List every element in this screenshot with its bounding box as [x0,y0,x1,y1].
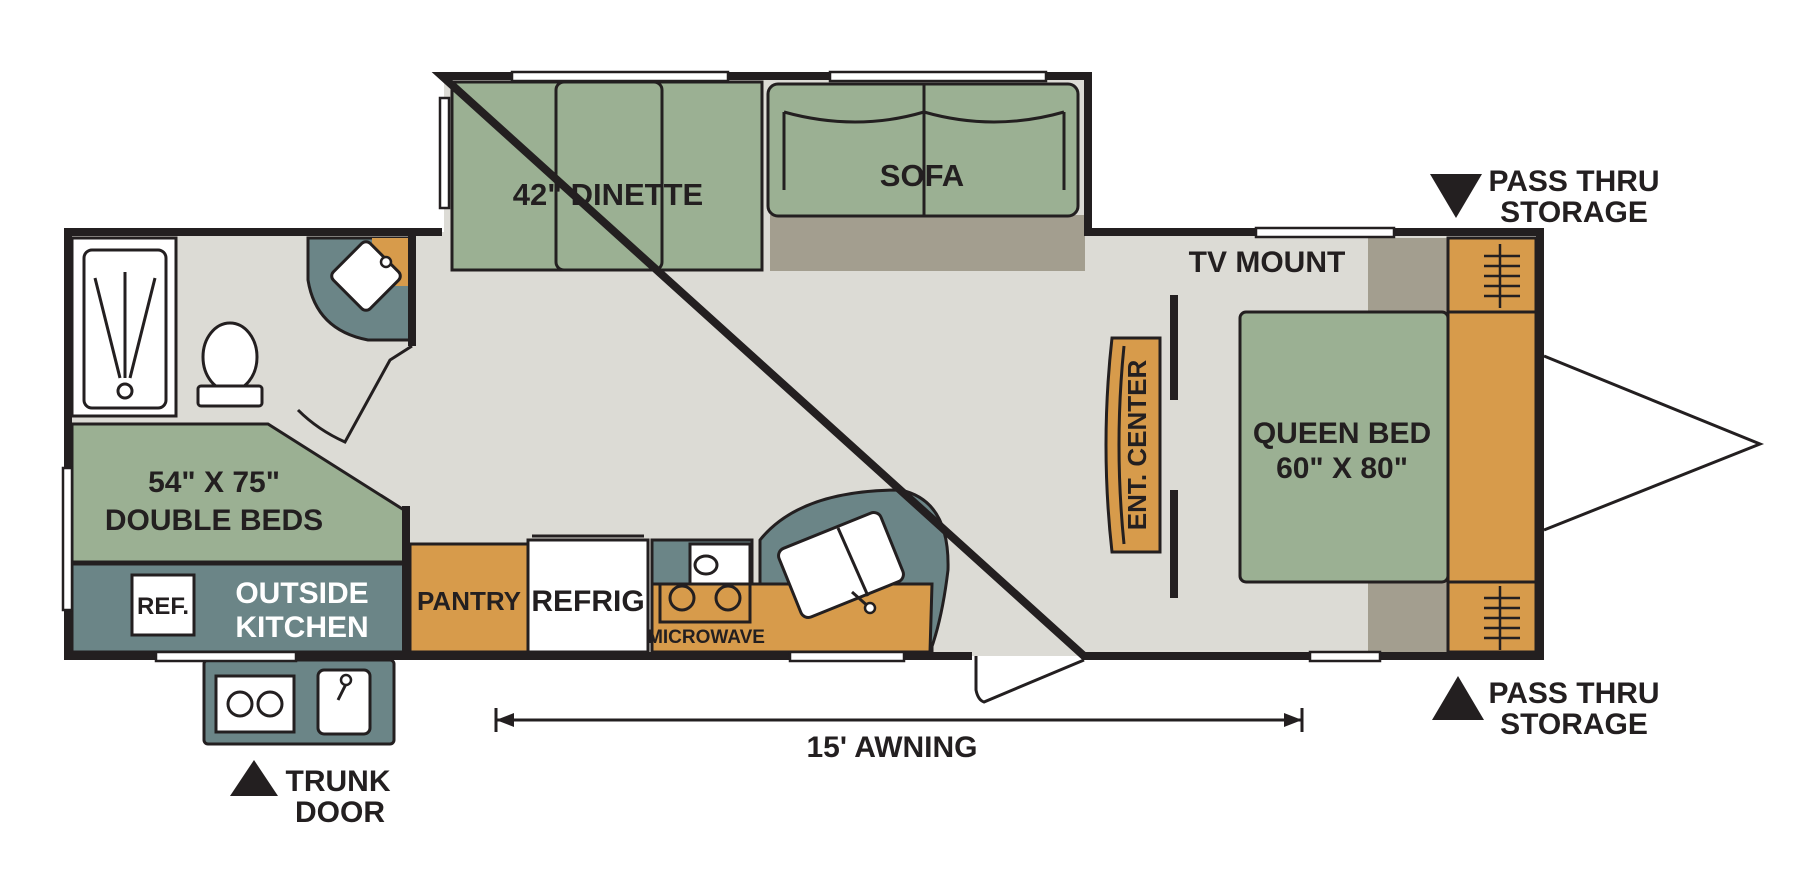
outside-sink-icon [316,668,372,736]
double-beds-size-label: 54" X 75" [148,466,280,499]
toilet-icon[interactable] [196,321,264,408]
exterior-wall [64,72,1544,660]
bathroom [70,236,416,444]
trunk-door-callout: TRUNK DOOR [230,760,391,829]
double-beds-label: DOUBLE BEDS [105,504,323,537]
shower-icon [82,248,168,410]
small-fridge[interactable] [130,573,196,637]
hitch [1543,354,1765,532]
microwave-label: MICROWAVE [647,627,765,648]
pass-thru-top-label-2: STORAGE [1500,196,1648,229]
pass-thru-bottom-label-1: PASS THRU [1488,677,1659,710]
sofa[interactable]: SOFA [766,82,1080,218]
galley-counter[interactable]: MICROWAVE [647,488,950,654]
bottom-storage-hatch [1484,586,1520,650]
sofa-label: SOFA [880,158,964,193]
windows [61,70,1396,663]
queen-bed-label: QUEEN BED [1253,417,1431,450]
outside-kitchen-label-1: OUTSIDE [235,577,368,610]
bath-sink-icon[interactable] [306,236,414,342]
entry-door[interactable] [974,656,1085,704]
dinette-label: 42" DINETTE [513,177,703,212]
ent-center-label: ENT. CENTER [1122,360,1152,531]
small-fridge-label: REF. [137,593,189,620]
awning-label: 15' AWNING [806,731,977,764]
dinette[interactable]: 42" DINETTE [450,80,764,272]
pass-thru-storage-bottom: PASS THRU STORAGE [1432,676,1660,741]
awning-dimension: 15' AWNING [494,708,1304,764]
pass-thru-bottom-label-2: STORAGE [1500,708,1648,741]
pass-thru-storage-top: PASS THRU STORAGE [1430,165,1660,229]
up-triangle-icon [230,760,278,796]
refrigerator[interactable]: REFRIG [526,534,650,654]
tv-mount-label: TV MOUNT [1189,246,1346,279]
double-beds[interactable]: 54" X 75" DOUBLE BEDS [70,422,406,564]
trunk-door-label-1: TRUNK [286,765,391,798]
outside-kitchen-label-2: KITCHEN [235,611,368,644]
trunk-door-label-2: DOOR [295,796,385,829]
up-triangle-icon [1432,676,1484,720]
outside-cooktop-icon [214,674,296,734]
trunk-door-unit[interactable] [202,658,396,746]
down-triangle-icon [1430,174,1482,218]
sofa-shadow [770,215,1085,271]
pass-thru-top-label-1: PASS THRU [1488,165,1659,198]
refrigerator-label: REFRIG [531,585,644,618]
outside-kitchen[interactable]: REF. OUTSIDE KITCHEN [70,562,406,654]
pantry-label: PANTRY [417,586,521,616]
pantry[interactable]: PANTRY [408,542,530,654]
top-storage-hatch [1484,244,1520,308]
entertainment-center[interactable]: ENT. CENTER [1104,295,1178,598]
kitchen-sink-icon [777,511,905,619]
queen-bed-size-label: 60" X 80" [1276,452,1408,485]
